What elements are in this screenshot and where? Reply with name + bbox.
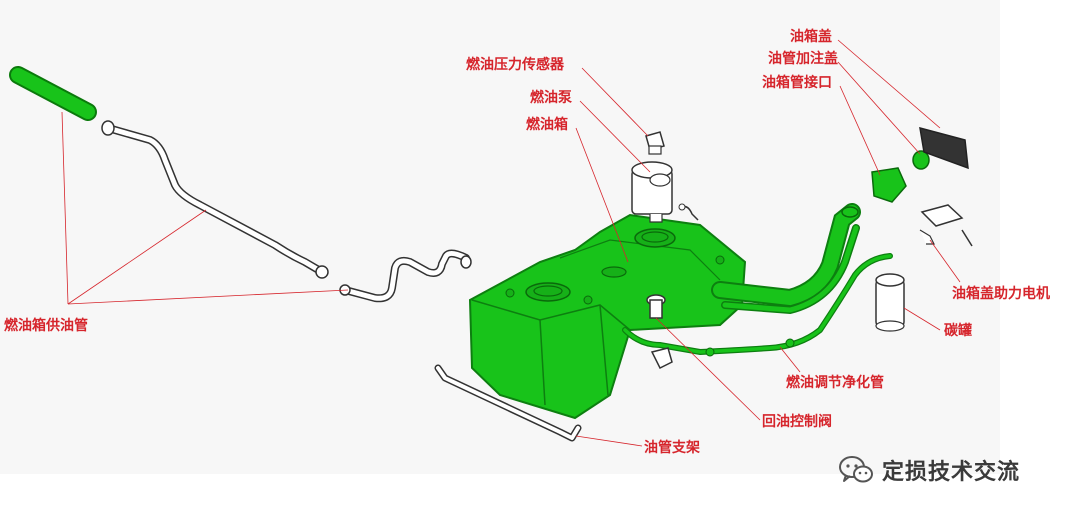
leader-fuel-tank [575,127,629,263]
leader-lines [61,39,961,447]
leader-fuel-cap [837,39,941,129]
leader-canister [903,307,941,331]
filler-cap-component [912,150,930,170]
wechat-icon [839,456,873,483]
label-bracket: 油管支架 [644,440,700,456]
label-fuel-cap: 油箱盖 [790,29,832,45]
fuel-tank-body [468,213,747,420]
label-purge-pipe: 燃油调节净化管 [786,375,884,391]
leader-filler-interface [839,85,881,176]
watermark: 定损技术交流 [838,454,1020,486]
leader-filler-cap [837,61,921,155]
bracket-component [434,364,582,442]
leader-purge-pipe [779,346,801,373]
fuel-cap-component [919,126,969,170]
cap-motor-component [919,204,973,247]
leader-fuel-pump [579,100,651,173]
label-pressure-sensor: 燃油压力传感器 [466,57,564,73]
label-return-valve: 回油控制阀 [762,414,832,430]
label-fuel-tank: 燃油箱 [526,117,568,133]
fuel-pump-component [631,161,673,223]
watermark-text: 定损技术交流 [882,460,1021,485]
leader-cap-motor [929,239,961,283]
leader-supply-pipe-c [67,289,349,305]
label-filler-cap: 油管加注盖 [768,51,838,67]
label-filler-interface: 油箱管接口 [762,75,832,91]
filler-interface-component [871,167,907,203]
label-fuel-pump: 燃油泵 [530,90,572,106]
canister-component [875,273,905,332]
label-canister: 碳罐 [944,323,972,339]
pump-connector [678,203,699,221]
supply-pipe-short [339,249,472,303]
filler-neck [711,203,861,315]
leader-supply-pipe-a [61,111,69,305]
leader-pressure-sensor [581,67,649,137]
leader-supply-pipe-b [67,209,207,305]
label-cap-motor: 油箱盖助力电机 [952,286,1050,302]
label-supply-pipe: 燃油箱供油管 [4,318,88,334]
supply-pipe-green-segment [9,66,97,121]
leader-bracket [575,435,643,447]
purge-pipe [622,253,893,357]
pressure-sensor-component [645,131,665,155]
supply-pipe-long [101,120,329,279]
leader-return-valve [655,317,761,421]
small-clip [650,347,673,370]
return-valve-component [646,294,666,319]
